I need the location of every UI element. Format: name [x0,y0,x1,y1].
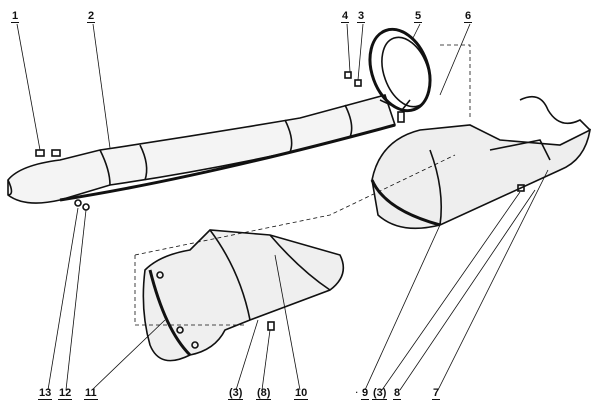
callout-8-paren: (8) [256,387,272,400]
callout-13: 13 [38,387,53,400]
leading-mark: . [355,382,358,396]
long-tube-part-2 [7,94,397,204]
callout-5: 5 [414,10,423,23]
lower-cover-part-11 [142,229,345,362]
callout-9: 9 [361,387,370,400]
callout-3-paren-right: (3) [372,387,388,400]
callout-2: 2 [87,10,96,23]
callout-12: 12 [58,387,73,400]
callout-7: 7 [432,387,441,400]
assembly-guide-lines [134,44,471,326]
leader-lines [16,23,549,391]
callout-10: 10 [294,387,309,400]
clamp-ring-part-5 [368,27,432,123]
callout-6: 6 [464,10,473,23]
callout-11: 11 [84,387,98,400]
callout-3-paren: (3) [228,387,244,400]
callout-1: 1 [11,10,20,23]
callout-8: 8 [393,387,402,400]
callout-3: 3 [357,10,366,23]
callout-4: 4 [341,10,350,23]
right-cover-part-9 [370,95,592,230]
